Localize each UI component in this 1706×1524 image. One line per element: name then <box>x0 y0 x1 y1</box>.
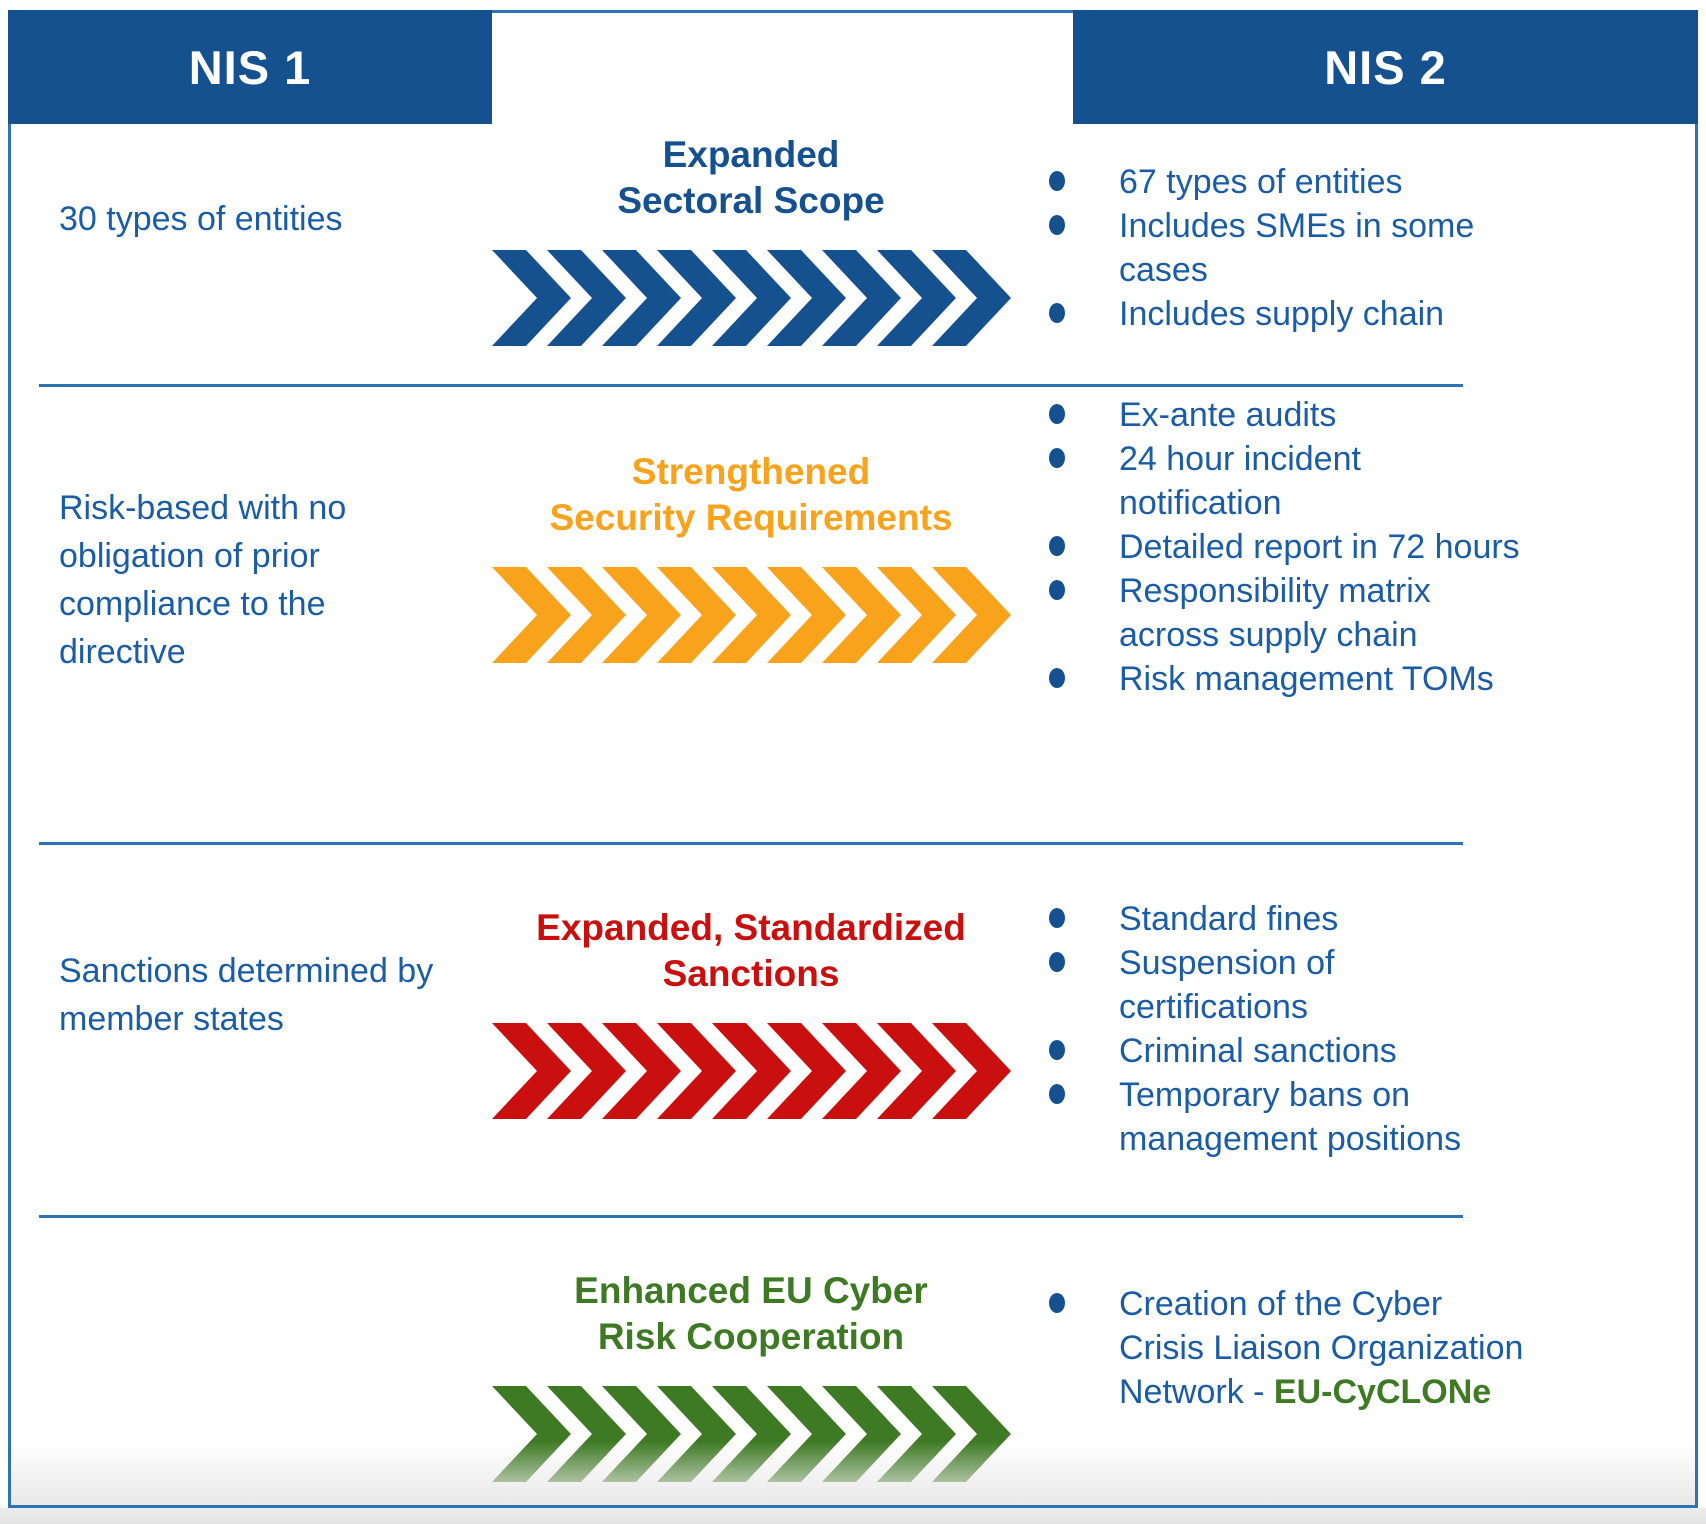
bullet-dot-icon <box>1049 171 1065 191</box>
bullet-dot-icon <box>1049 404 1065 424</box>
list-item: Ex-ante audits <box>1021 393 1675 437</box>
bullet-text: Risk management TOMs <box>1119 660 1494 698</box>
list-item: Creation of the Cyber Crisis Liaison Org… <box>1021 1282 1675 1414</box>
transition-title: Expanded Sectoral Scope <box>481 132 1021 224</box>
bullet-text-plain: Creation of the Cyber Crisis Liaison Org… <box>1119 1285 1524 1411</box>
bullet-text: Detailed report in 72 hours <box>1119 528 1520 566</box>
nis1-text: Risk-based with no obligation of prior c… <box>59 488 347 671</box>
row-divider <box>39 1215 1463 1218</box>
row-sectoral-scope: 30 types of entities Expanded Sectoral S… <box>11 124 1695 384</box>
list-item: Includes supply chain <box>1021 292 1675 336</box>
nis1-text: Sanctions determined by member states <box>59 952 434 1038</box>
title-line-1: Enhanced EU Cyber <box>574 1270 928 1311</box>
bullet-dot-icon <box>1049 668 1065 688</box>
row-divider <box>39 842 1463 845</box>
chevron-arrows-icon <box>481 1386 1021 1482</box>
title-line-2: Sanctions <box>662 953 840 994</box>
nis1-cell: Sanctions determined by member states <box>11 845 481 1215</box>
bullet-text: Includes supply chain <box>1119 295 1445 333</box>
bullet-dot-icon <box>1049 215 1065 235</box>
nis1-cell: 30 types of entities <box>11 124 481 384</box>
transition-cell: Enhanced EU Cyber Risk Cooperation <box>481 1218 1021 1502</box>
nis2-cell: Creation of the Cyber Crisis Liaison Org… <box>1021 1218 1695 1502</box>
nis2-column-header: NIS 2 <box>1073 10 1698 124</box>
nis1-cell: Risk-based with no obligation of prior c… <box>11 387 481 842</box>
list-item: Criminal sanctions <box>1021 1029 1675 1073</box>
bullet-text: Temporary bans on management positions <box>1119 1076 1462 1158</box>
chevron-arrows-icon <box>481 1023 1021 1119</box>
bullet-text: Criminal sanctions <box>1119 1032 1397 1070</box>
title-line-2: Risk Cooperation <box>597 1316 905 1357</box>
transition-title: Enhanced EU Cyber Risk Cooperation <box>481 1268 1021 1360</box>
row-eu-cyber-cooperation: Enhanced EU Cyber Risk Cooperation Creat… <box>11 1218 1695 1502</box>
list-item: 24 hour incident notification <box>1021 437 1675 525</box>
bullet-text: 67 types of entities <box>1119 163 1403 201</box>
bullet-text: Ex-ante audits <box>1119 396 1337 434</box>
list-item: Suspension of certifications <box>1021 941 1675 1029</box>
list-item: 67 types of entities <box>1021 160 1675 204</box>
bullet-dot-icon <box>1049 908 1065 928</box>
bullet-dot-icon <box>1049 580 1065 600</box>
bullet-dot-icon <box>1049 1040 1065 1060</box>
transition-cell: Expanded Sectoral Scope <box>481 124 1021 384</box>
bullet-text: Includes SMEs in some cases <box>1119 207 1475 289</box>
nis2-cell: 67 types of entities Includes SMEs in so… <box>1021 124 1695 384</box>
chevron-arrows-icon <box>481 567 1021 663</box>
row-security-requirements: Risk-based with no obligation of prior c… <box>11 387 1695 842</box>
comparison-frame: NIS 1 NIS 2 30 types of entities Expande… <box>8 10 1698 1508</box>
bullet-text-highlight: EU-CyCLONe <box>1273 1373 1492 1411</box>
bullet-dot-icon <box>1049 536 1065 556</box>
row-divider <box>39 384 1463 387</box>
comparison-rows: 30 types of entities Expanded Sectoral S… <box>11 124 1695 1502</box>
transition-cell: Strengthened Security Requirements <box>481 387 1021 842</box>
nis2-header-label: NIS 2 <box>1324 40 1447 94</box>
transition-title: Expanded, Standardized Sanctions <box>481 905 1021 997</box>
title-line-2: Security Requirements <box>549 497 953 538</box>
bullet-dot-icon <box>1049 1084 1065 1104</box>
nis2-bullet-list: Ex-ante audits 24 hour incident notifica… <box>1021 393 1675 701</box>
nis1-cell <box>11 1218 481 1502</box>
nis2-bullet-list: 67 types of entities Includes SMEs in so… <box>1021 160 1675 336</box>
bullet-dot-icon <box>1049 303 1065 323</box>
list-item: Standard fines <box>1021 897 1675 941</box>
bullet-dot-icon <box>1049 1293 1065 1313</box>
title-line-1: Strengthened <box>631 451 871 492</box>
list-item: Temporary bans on management positions <box>1021 1073 1675 1161</box>
nis2-bullet-list: Standard fines Suspension of certificati… <box>1021 897 1675 1161</box>
row-sanctions: Sanctions determined by member states Ex… <box>11 845 1695 1215</box>
nis2-cell: Standard fines Suspension of certificati… <box>1021 845 1695 1215</box>
nis1-header-label: NIS 1 <box>188 40 312 94</box>
bullet-text: Standard fines <box>1119 900 1339 938</box>
bullet-dot-icon <box>1049 952 1065 972</box>
transition-title: Strengthened Security Requirements <box>481 449 1021 541</box>
chevron-arrows-icon <box>481 250 1021 346</box>
nis2-cell: Ex-ante audits 24 hour incident notifica… <box>1021 387 1695 842</box>
list-item: Includes SMEs in some cases <box>1021 204 1675 292</box>
bullet-text: Suspension of certifications <box>1119 944 1335 1026</box>
bullet-text: Creation of the Cyber Crisis Liaison Org… <box>1119 1282 1529 1414</box>
title-line-1: Expanded, Standardized <box>536 907 966 948</box>
nis1-column-header: NIS 1 <box>8 10 492 124</box>
title-line-1: Expanded <box>662 134 840 175</box>
bullet-dot-icon <box>1049 448 1065 468</box>
list-item: Detailed report in 72 hours <box>1021 525 1675 569</box>
list-item: Risk management TOMs <box>1021 657 1675 701</box>
nis1-text: 30 types of entities <box>59 200 343 238</box>
title-line-2: Sectoral Scope <box>617 180 885 221</box>
nis2-bullet-list: Creation of the Cyber Crisis Liaison Org… <box>1021 1282 1675 1414</box>
bullet-text: 24 hour incident notification <box>1119 440 1361 522</box>
list-item: Responsibility matrix across supply chai… <box>1021 569 1675 657</box>
below-frame-strip <box>0 1508 1706 1524</box>
bullet-text: Responsibility matrix across supply chai… <box>1119 572 1431 654</box>
transition-cell: Expanded, Standardized Sanctions <box>481 845 1021 1215</box>
